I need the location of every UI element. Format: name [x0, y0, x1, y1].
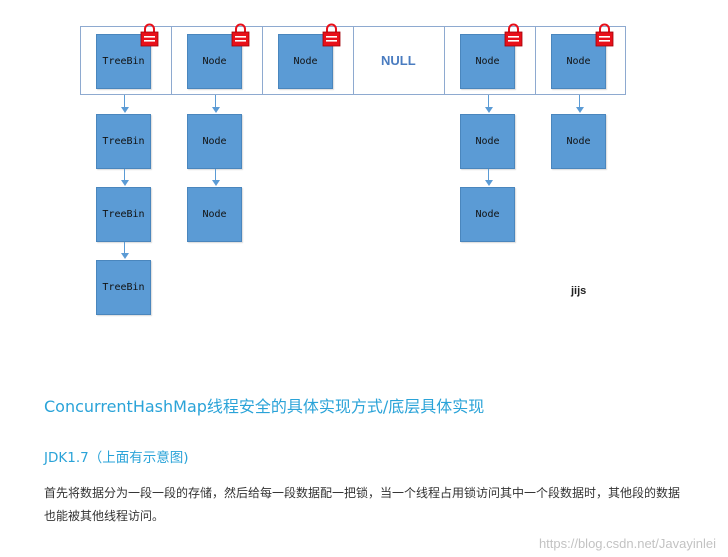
chain-arrow	[120, 169, 130, 186]
node-box: Node	[551, 114, 606, 169]
node-box: Node	[187, 187, 242, 242]
treebin-node: TreeBin	[96, 114, 151, 169]
lock-icon	[140, 23, 159, 47]
treebin-node: TreeBin	[96, 187, 151, 242]
chain-arrow	[120, 95, 130, 113]
bucket-array	[80, 26, 626, 95]
node-box: Node	[187, 114, 242, 169]
diagram-note: jijs	[571, 285, 587, 297]
chain-arrow	[211, 95, 221, 113]
bucket-cell	[172, 27, 263, 94]
node-box: Node	[460, 114, 515, 169]
chain-arrow	[575, 95, 585, 113]
bucket-cell	[81, 27, 172, 94]
null-bucket-label: NULL	[381, 53, 416, 68]
bucket-cell	[354, 27, 445, 94]
node-box: Node	[460, 187, 515, 242]
body-paragraph: 首先将数据分为一段一段的存储，然后给每一段数据配一把锁，当一个线程占用锁访问其中…	[44, 486, 681, 523]
chain-arrow	[484, 169, 494, 186]
lock-icon	[595, 23, 614, 47]
bucket-cell	[263, 27, 354, 94]
treebin-node: TreeBin	[96, 260, 151, 315]
lock-icon	[231, 23, 250, 47]
lock-icon	[504, 23, 523, 47]
chain-arrow	[120, 242, 130, 259]
bucket-cell	[445, 27, 536, 94]
lock-icon	[322, 23, 341, 47]
chain-arrow	[484, 95, 494, 113]
section-title: ConcurrentHashMap线程安全的具体实现方式/底层具体实现	[44, 397, 485, 416]
node-box: Node	[551, 34, 606, 89]
chain-arrow	[211, 169, 221, 186]
subsection-title: JDK1.7（上面有示意图)	[44, 450, 189, 466]
watermark: https://blog.csdn.net/Javayinlei	[538, 536, 716, 551]
